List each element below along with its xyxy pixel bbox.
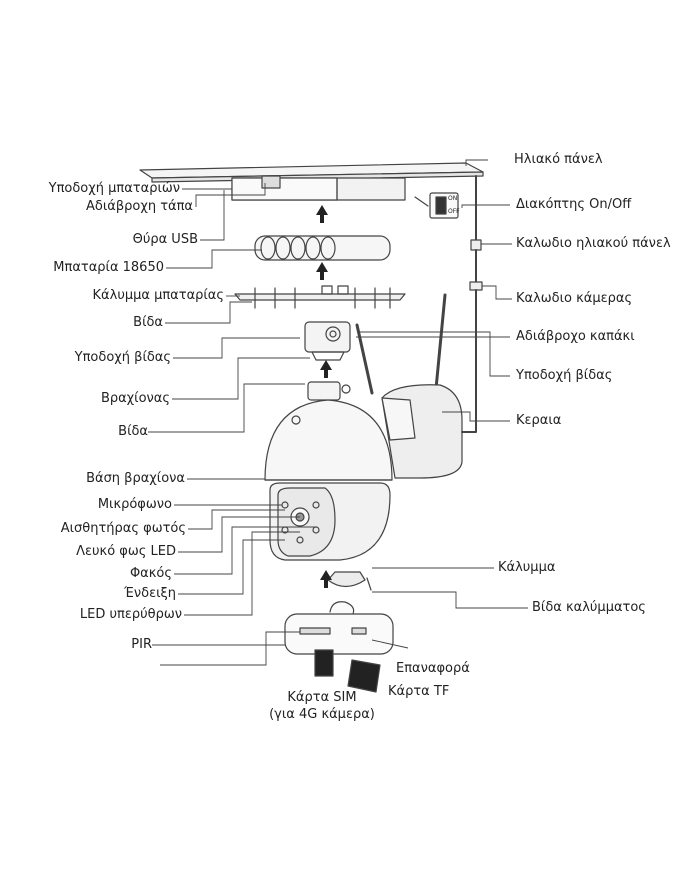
label-waterproof-plug: Αδιάβροχη τάπα xyxy=(86,199,193,214)
label-camera-cable: Καλωδιο κάμερας xyxy=(516,291,633,306)
switch-off-label: OFF xyxy=(448,208,460,215)
bracket-graphic xyxy=(304,321,351,401)
switch-on-label: ON xyxy=(448,195,457,202)
label-battery-cover: Κάλυμμα μπαταρίας xyxy=(92,288,224,303)
battery-cover-graphic xyxy=(234,285,406,309)
label-screw-1: Βίδα xyxy=(133,315,163,330)
label-screw-socket-left: Υποδοχή βίδας xyxy=(74,350,171,365)
batteries-graphic xyxy=(254,235,391,261)
label-bracket: Βραχίονας xyxy=(100,391,170,406)
label-pir: PIR xyxy=(131,637,152,652)
label-usb-port: Θύρα USB xyxy=(132,232,198,247)
cover-graphic xyxy=(327,571,372,591)
cable-graphic xyxy=(461,175,483,433)
label-screw-2: Βίδα xyxy=(118,424,148,439)
label-on-off-switch: Διακόπτης On/Off xyxy=(516,197,632,212)
label-waterproof-cap: Αδιάβροχο καπάκι xyxy=(516,329,635,344)
camera-housing-graphic xyxy=(381,384,463,479)
label-bracket-base: Βάση βραχίονα xyxy=(86,471,185,486)
label-cover-screw: Βίδα καλύμματος xyxy=(532,600,646,615)
label-cover: Κάλυμμα xyxy=(498,560,556,575)
label-sim-card: Κάρτα SIM xyxy=(287,690,357,705)
label-lens: Φακός xyxy=(129,566,172,581)
label-solar-cable: Καλωδιο ηλιακού πάνελ xyxy=(516,236,671,251)
label-tf-card: Κάρτα TF xyxy=(388,684,450,699)
switch-graphic xyxy=(414,192,459,219)
label-white-led: Λευκό φως LED xyxy=(76,544,176,559)
camera-dome-graphic xyxy=(264,399,393,561)
label-reset: Επαναφορά xyxy=(396,661,470,676)
assembly-arrows xyxy=(316,205,332,588)
label-indicator: Ένδειξη xyxy=(124,586,176,601)
bottom-plate-graphic xyxy=(284,601,394,693)
label-screw-socket-right: Υποδοχή βίδας xyxy=(516,368,613,383)
label-battery-holder: Υποδοχή μπαταριών xyxy=(48,181,180,196)
label-solar-panel: Ηλιακό πάνελ xyxy=(514,152,603,167)
label-battery-18650: Μπαταρία 18650 xyxy=(53,260,164,275)
leader-lines xyxy=(148,159,528,666)
label-microphone: Μικρόφωνο xyxy=(97,497,172,512)
label-ir-led: LED υπερύθρων xyxy=(79,607,182,622)
label-light-sensor: Αισθητήρας φωτός xyxy=(60,521,186,536)
label-antenna: Κεραια xyxy=(516,413,562,428)
label-sim-note: (για 4G κάμερα) xyxy=(269,707,375,722)
battery-holder-graphic xyxy=(231,175,406,201)
